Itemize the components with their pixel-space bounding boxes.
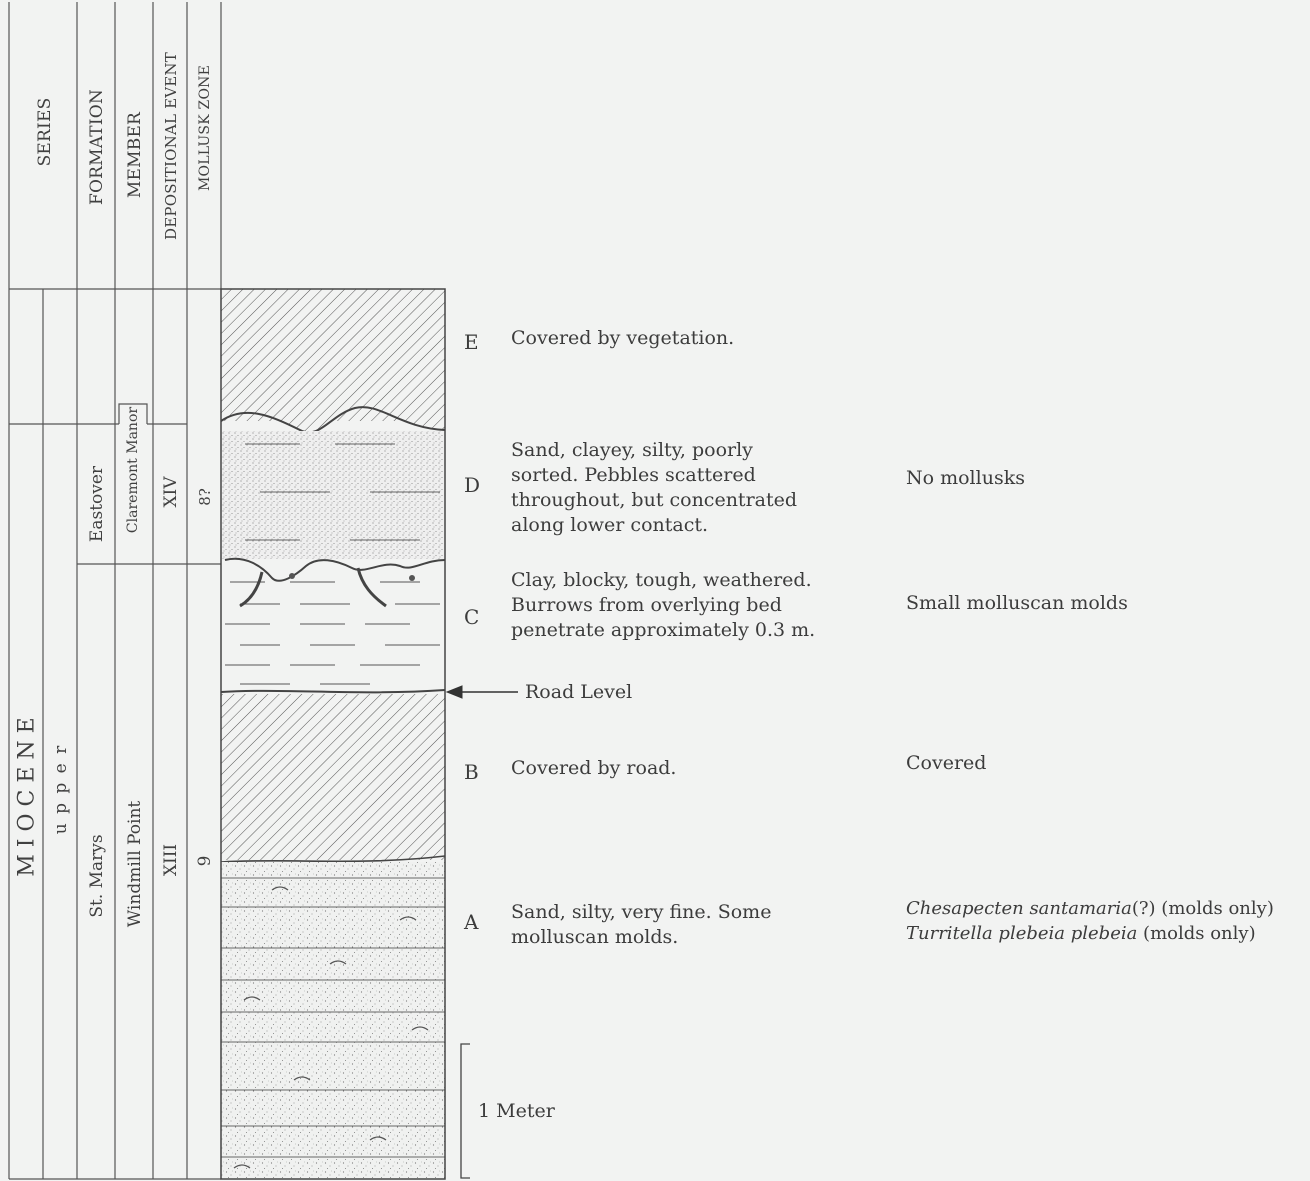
unit-c-fauna: Small molluscan molds (906, 592, 1128, 614)
scale-label: 1 Meter (478, 1100, 555, 1122)
header-frame (8, 2, 222, 1180)
header-series: SERIES (35, 97, 55, 167)
event-upper-value: XIV (161, 476, 181, 508)
unit-b-pattern (221, 694, 445, 860)
road-level-arrow (445, 685, 518, 699)
unit-a-fauna: Chesapecten santamaria(?) (molds only) T… (906, 896, 1274, 946)
unit-d-fauna: No mollusks (906, 467, 1025, 489)
unit-d-pattern (221, 431, 445, 559)
scale-bar (460, 1043, 470, 1179)
unit-e-letter: E (464, 330, 479, 354)
header-member: MEMBER (125, 111, 145, 199)
header-depositional-event: DEPOSITIONAL EVENT (162, 52, 180, 240)
unit-d-letter: D (464, 473, 481, 497)
unit-a-pattern (221, 862, 445, 1179)
header-mollusk-zone: MOLLUSK ZONE (197, 64, 213, 192)
unit-c-letter: C (464, 605, 480, 629)
zone-lower-value: 9 (195, 855, 215, 867)
unit-a-description: Sand, silty, very fine. Some molluscan m… (511, 901, 772, 948)
series-value: M I O C E N E (14, 717, 40, 877)
fauna-line-2: Turritella plebeia plebeia (molds only) (906, 923, 1256, 944)
unit-d-description: Sand, clayey, silty, poorly sorted. Pebb… (511, 439, 798, 536)
unit-b-description: Covered by road. (511, 757, 677, 779)
subseries-value: u p p e r (51, 743, 71, 835)
unit-b-letter: B (464, 760, 479, 784)
event-lower-value: XIII (161, 843, 181, 877)
zone-upper-value: 8? (196, 488, 214, 506)
formation-upper-value: Eastover (87, 465, 107, 543)
unit-a-letter: A (464, 910, 479, 934)
member-upper-value: Claremont Manor (125, 406, 141, 534)
unit-e-description: Covered by vegetation. (511, 327, 735, 349)
road-level-label: Road Level (525, 681, 633, 703)
unit-c-description: Clay, blocky, tough, weathered. Burrows … (511, 569, 816, 641)
lithology-column (220, 288, 446, 1180)
unit-b-fauna: Covered (906, 752, 987, 774)
fauna-line-1: Chesapecten santamaria(?) (molds only) (906, 898, 1274, 919)
header-formation: FORMATION (87, 89, 107, 205)
member-lower-value: Windmill Point (125, 800, 145, 928)
formation-lower-value: St. Marys (87, 834, 107, 918)
